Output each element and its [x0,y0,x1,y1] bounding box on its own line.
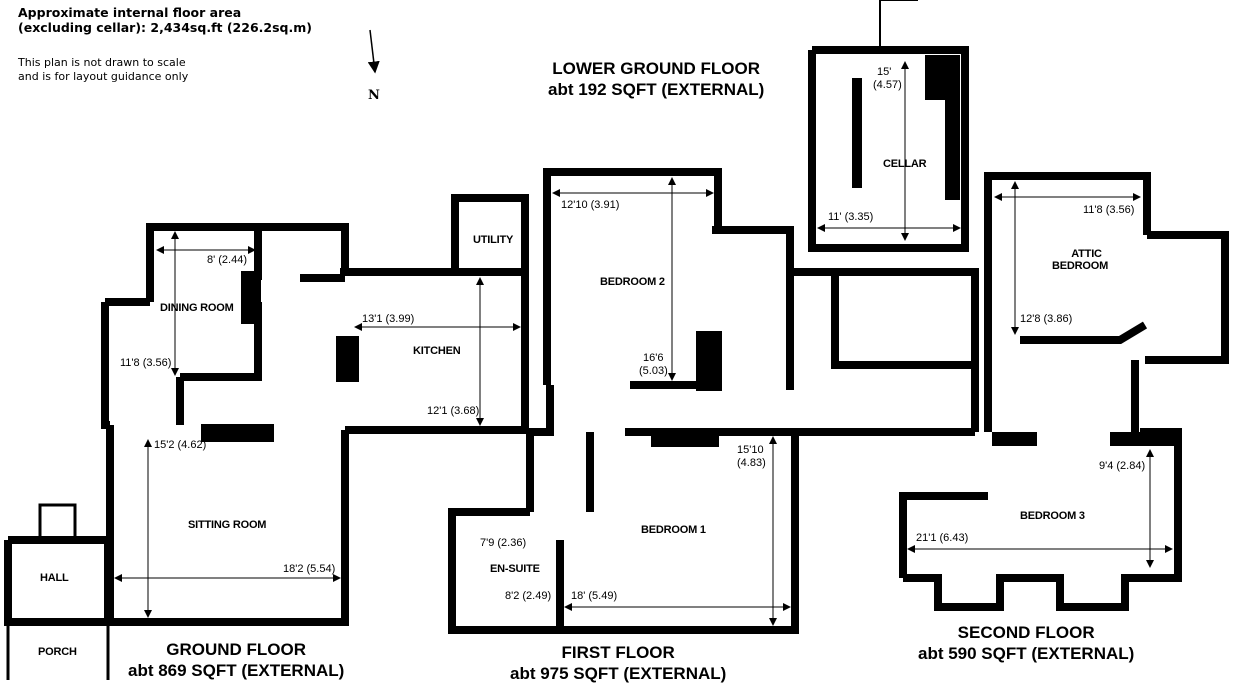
dimension-label: (4.83) [737,457,766,469]
dimension-label: 8'2 (2.49) [505,590,552,602]
dimension-label: 11'8 (3.56) [1083,204,1135,216]
room-name-line: BEDROOM [1052,260,1109,272]
dimension-label: 21'1 (6.43) [916,532,969,544]
room-label-dining-room: DINING ROOM [160,302,234,314]
floor-area: abt 975 SQFT (EXTERNAL) [510,664,727,683]
floor-area: abt 869 SQFT (EXTERNAL) [128,661,345,680]
dimension-label: 18'2 (5.54) [283,563,336,575]
room-label-cellar: CELLAR [883,158,927,170]
dimension-label: 18' (5.49) [571,590,618,602]
floor-name: SECOND FLOOR [957,623,1095,642]
floor-area: abt 192 SQFT (EXTERNAL) [548,80,765,99]
room-label-bedroom-1: BEDROOM 1 [641,524,706,536]
second-floor-title: SECOND FLOOR abt 590 SQFT (EXTERNAL) [918,622,1134,664]
cellar-walls [808,0,969,252]
dimension-label: (4.57) [873,79,902,91]
dimension-label: 12'10 (3.91) [561,199,620,211]
floor-area-line-1: Approximate internal floor area [18,5,242,20]
room-label-bedroom-3: BEDROOM 3 [1020,510,1085,522]
dimension-label: 12'8 (3.86) [1020,313,1073,325]
dimension-label: 15'2 (4.62) [154,439,207,451]
second-floor-walls [899,172,1229,611]
first-floor-walls [448,168,979,634]
room-label-attic-bedroom: ATTIC BEDROOM [1052,248,1108,272]
floor-name: LOWER GROUND FLOOR [552,59,761,78]
room-label-bedroom-2: BEDROOM 2 [600,276,665,288]
floor-area-heading: Approximate internal floor area (excludi… [18,5,312,35]
compass-arrow-icon [367,29,380,74]
room-label-sitting-room: SITTING ROOM [188,519,267,531]
dimension-label: 11'8 (3.56) [120,357,172,369]
room-label-utility: UTILITY [473,234,514,246]
dimension-label: 11' (3.35) [828,211,874,223]
dimension-lines [114,61,1173,626]
room-label-porch: PORCH [38,646,77,658]
disclaimer-line-2: and is for layout guidance only [18,70,189,83]
room-name-line: ATTIC [1071,248,1102,260]
first-floor-title: FIRST FLOOR abt 975 SQFT (EXTERNAL) [510,642,726,684]
disclaimer-line-1: This plan is not drawn to scale [18,56,186,69]
floor-area: abt 590 SQFT (EXTERNAL) [918,644,1135,663]
floor-name: FIRST FLOOR [561,643,675,662]
dimension-label: 16'6 [643,352,664,364]
floor-area-line-2: (excluding cellar): 2,434sq.ft (226.2sq.… [18,20,312,35]
dimension-label: 12'1 (3.68) [427,405,480,417]
dimension-label: 7'9 (2.36) [480,537,527,549]
ground-floor-walls [4,194,529,680]
dimension-label: 13'1 (3.99) [362,313,415,325]
room-label-en-suite: EN-SUITE [490,563,540,575]
dimension-label: 15'10 [737,444,764,456]
dimension-label: (5.03) [639,365,668,377]
floor-name: GROUND FLOOR [166,640,307,659]
room-label-kitchen: KITCHEN [413,345,461,357]
dimension-label: 15' [877,66,892,78]
compass-north-label: N [368,88,380,103]
room-label-hall: HALL [40,572,69,584]
ground-floor-title: GROUND FLOOR abt 869 SQFT (EXTERNAL) [128,639,344,681]
scale-disclaimer: This plan is not drawn to scale and is f… [18,56,188,84]
dimension-label: 8' (2.44) [207,254,248,266]
dimension-label: 9'4 (2.84) [1099,460,1146,472]
lower-ground-floor-title: LOWER GROUND FLOOR abt 192 SQFT (EXTERNA… [548,58,764,100]
